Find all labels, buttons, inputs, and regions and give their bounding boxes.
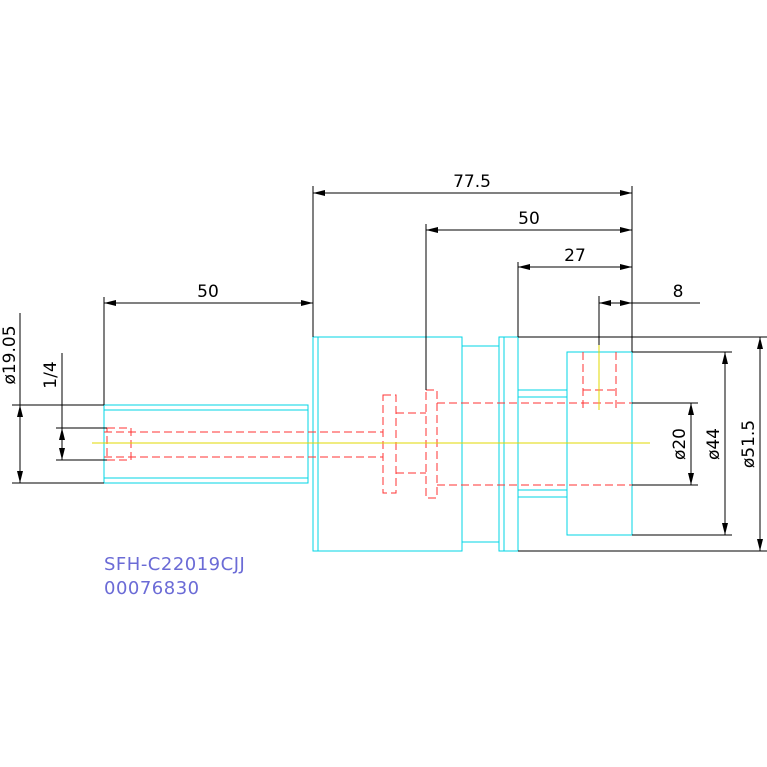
shank xyxy=(103,404,309,484)
dim-tip-depth: 8 xyxy=(673,282,684,302)
hidden-lines xyxy=(104,352,632,499)
dim-shank-length: 50 xyxy=(197,282,219,302)
dim-head-diameter: ø44 xyxy=(704,428,724,460)
dim-collar-depth: 27 xyxy=(564,246,586,266)
dim-body-diameter: ø51.5 xyxy=(739,420,759,468)
part-number: 00076830 xyxy=(104,578,200,599)
dimension-labels: 77.5 50 27 8 50 ø19.05 1/4 ø20 ø44 ø51.5 xyxy=(0,172,759,468)
part-outline xyxy=(103,336,633,552)
neck xyxy=(461,345,500,543)
center-lines xyxy=(92,345,650,444)
dimension-lines xyxy=(12,186,767,552)
flange xyxy=(498,336,519,552)
dim-bore-diameter: ø20 xyxy=(670,428,690,460)
dim-thread-size: 1/4 xyxy=(41,361,61,388)
dim-shank-diameter: ø19.05 xyxy=(0,325,20,384)
part-labels: SFH-C22019CJJ 00076830 xyxy=(104,554,245,599)
main-body xyxy=(312,336,463,552)
dim-bore-depth: 50 xyxy=(518,209,540,229)
part-name: SFH-C22019CJJ xyxy=(104,554,245,575)
dim-overall-length: 77.5 xyxy=(453,172,491,192)
